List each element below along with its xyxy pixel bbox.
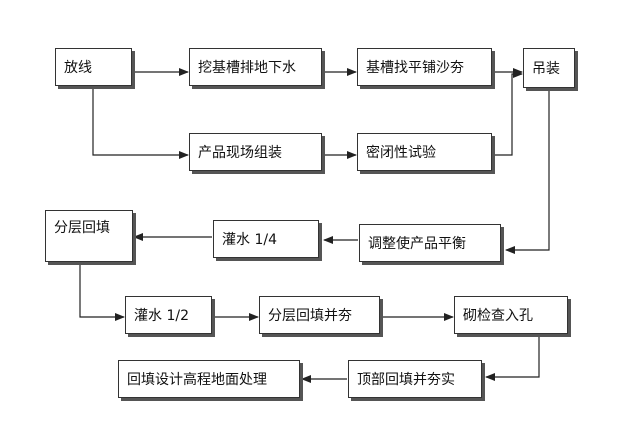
node-tiaozheng-pingheng: 调整使产品平衡 [359,224,501,262]
arrow-diaozhuang-to-tiaozheng [505,88,550,254]
arrow-fenceng-to-guanshui-half [79,262,125,321]
node-guanshui-half: 灌水 1/2 [125,296,212,334]
node-fenceng-huitian: 分层回填 [45,210,133,262]
node-wajicao: 挖基槽排地下水 [189,48,322,86]
node-chanpin-zuzhuang: 产品现场组装 [189,133,322,171]
node-dingbu-huitian: 顶部回填并夯实 [348,360,482,398]
node-diaozhuang: 吊装 [523,48,575,88]
arrow-fangxian-to-zuzhuang [92,88,189,159]
node-fenceng-huitian-hang: 分层回填并夯 [259,296,380,334]
node-mibi-shiyan: 密闭性试验 [357,133,492,171]
node-fangxian: 放线 [55,48,132,86]
node-jicao-zhaoping: 基槽找平铺沙夯 [357,48,492,86]
node-guanshui-quarter: 灌水 1/4 [213,220,319,258]
node-qijian-rukong: 砌检查入孔 [454,296,568,334]
node-huitian-gaocheng: 回填设计高程地面处理 [118,360,300,398]
arrow-qijian-to-dingbu [485,334,540,381]
arrow-mibi-to-diaozhuang [492,70,523,156]
